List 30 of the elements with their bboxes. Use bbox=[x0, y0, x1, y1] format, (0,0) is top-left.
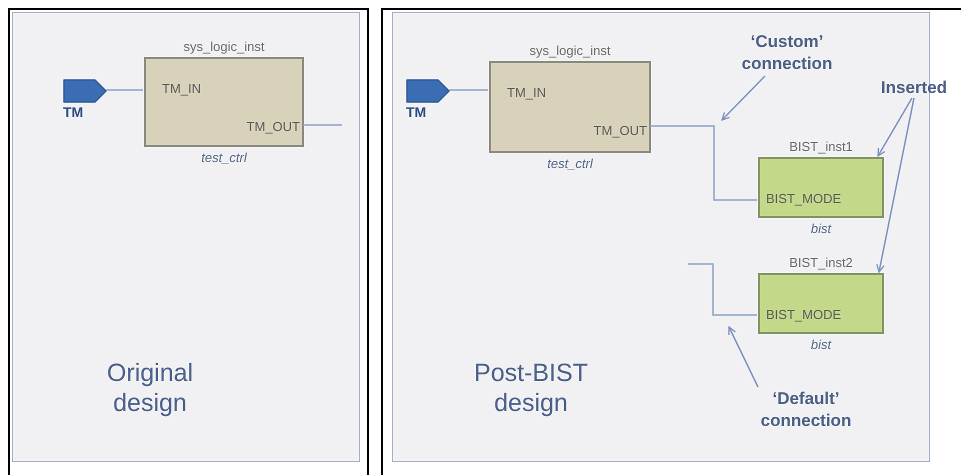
panel-title: Post-BIST design bbox=[473, 358, 589, 418]
panel-title: Original design bbox=[106, 358, 194, 418]
instance-name: BIST_inst2 bbox=[788, 254, 854, 272]
instance-name: BIST_inst1 bbox=[788, 138, 854, 156]
instance-name: sys_logic_inst bbox=[182, 38, 266, 56]
module-name: bist bbox=[810, 220, 832, 238]
wire bbox=[449, 89, 488, 91]
wire bbox=[688, 263, 757, 316]
leader-arrow bbox=[876, 98, 915, 273]
annotation-text: ‘Default’ connection bbox=[760, 388, 852, 432]
leader-arrow bbox=[877, 98, 913, 157]
pin-label: BIST_MODE bbox=[766, 306, 842, 324]
leader-arrow bbox=[721, 75, 766, 121]
module-name: test_ctrl bbox=[200, 148, 248, 166]
annotation-text: ‘Custom’ connection bbox=[740, 31, 834, 75]
wire bbox=[303, 124, 342, 126]
pin-label: TM_IN bbox=[162, 80, 201, 98]
leader-arrow bbox=[728, 326, 759, 388]
instance-name: sys_logic_inst bbox=[528, 42, 612, 60]
module-name: test_ctrl bbox=[546, 154, 594, 172]
port-label: TM bbox=[406, 105, 426, 119]
wire bbox=[106, 89, 143, 91]
module-name: bist bbox=[810, 336, 832, 354]
pin-label: TM_IN bbox=[507, 84, 546, 102]
wire bbox=[650, 125, 757, 201]
pin-label: TM_OUT bbox=[594, 122, 647, 140]
pin-label: TM_OUT bbox=[246, 118, 300, 136]
pin-label: BIST_MODE bbox=[766, 190, 842, 208]
annotation-text: Inserted bbox=[880, 77, 948, 99]
port-label: TM bbox=[63, 105, 84, 119]
